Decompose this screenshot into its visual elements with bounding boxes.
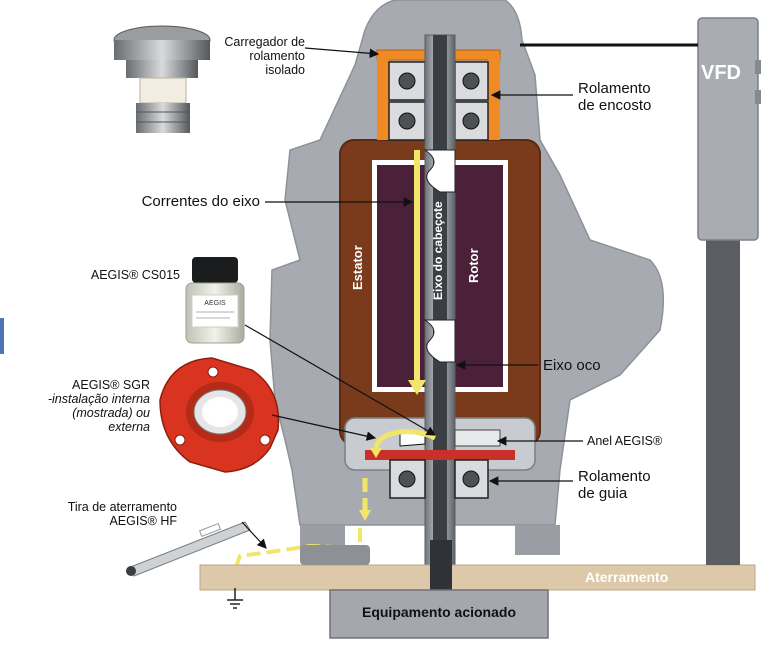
carrier-left	[377, 55, 389, 140]
vfd-pole	[706, 240, 740, 565]
label-rotor: Rotor	[466, 248, 481, 283]
leader-strap	[241, 521, 267, 549]
sgr-ring-image	[159, 357, 280, 473]
leader-cs015	[244, 324, 437, 436]
label-ground-strap: Tira de aterramento AEGIS® HF	[67, 500, 177, 528]
carrier-product-image	[113, 25, 211, 133]
leader-sgr	[271, 414, 377, 441]
shaft-wave-top	[423, 149, 456, 193]
vfd-cabinet	[697, 17, 759, 241]
driven-equipment-box	[329, 589, 549, 639]
ground-symbol	[227, 588, 243, 609]
label-hollow-shaft: Eixo oco	[543, 357, 601, 374]
shaft-wave-bottom	[423, 319, 456, 363]
motor-foot-right	[515, 525, 560, 555]
guide-bearing	[389, 459, 489, 499]
shaft-extension	[430, 540, 452, 600]
grounding-base	[199, 564, 756, 591]
label-shaft-currents: Correntes do eixo	[141, 193, 260, 210]
carrier-right	[488, 55, 500, 140]
label-head-shaft: Eixo do cabeçote	[431, 201, 445, 300]
left-accent	[0, 318, 4, 354]
label-stator: Estator	[350, 245, 365, 290]
label-insulated-carrier: Carregador de rolamento isolado	[224, 35, 305, 77]
strap-mount	[300, 545, 370, 565]
label-thrust-bearing: Rolamento de encosto	[578, 80, 652, 114]
head-shaft	[433, 35, 447, 595]
label-cs015: AEGIS® CS015	[90, 268, 180, 282]
guide-bearing-plate	[365, 450, 515, 460]
leader-carrier	[304, 47, 380, 59]
cs015-jar-image: AEGIS	[185, 257, 245, 344]
label-aegis-ring: Anel AEGIS®	[587, 434, 663, 448]
thrust-bearing	[388, 61, 489, 141]
label-grounding: Aterramento	[585, 569, 669, 585]
shaft-current-path	[229, 150, 437, 582]
vfd-hinge-2	[755, 90, 761, 104]
label-guide-bearing: Rolamento de guia	[578, 468, 651, 502]
jar-brand-text: AEGIS	[204, 300, 226, 307]
label-driven-equipment: Equipamento acionado	[361, 604, 516, 620]
label-vfd: VFD	[701, 62, 741, 84]
label-sgr: AEGIS® SGR -instalação interna (mostrada…	[47, 378, 150, 434]
vfd-hinge-1	[755, 60, 761, 74]
